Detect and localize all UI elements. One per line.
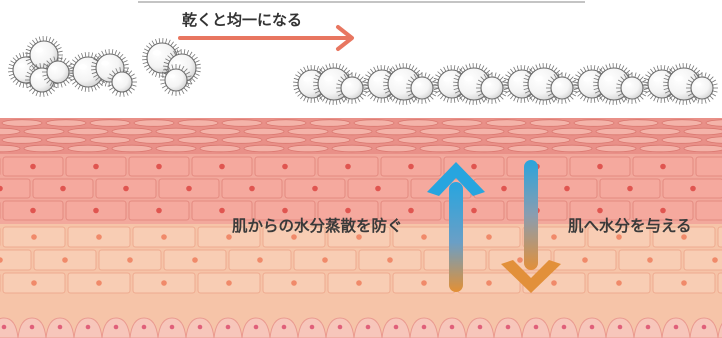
particle-icon [160, 64, 192, 96]
particle-icon [476, 72, 508, 104]
particle-icon [616, 72, 648, 104]
particle-icon [107, 67, 137, 97]
up-arrow-icon [427, 162, 485, 292]
particle-icon [42, 56, 74, 88]
prevent-evaporation-label: 肌からの水分蒸散を防ぐ [232, 217, 403, 235]
skin-cross-section [0, 118, 722, 338]
title-label: 乾くと均一になる [182, 11, 303, 29]
particle-icon [336, 72, 368, 104]
right-arrow-icon [178, 25, 354, 51]
particle-icon [25, 36, 63, 74]
particle-icon [406, 72, 438, 104]
particle-cluster-uneven [8, 36, 201, 97]
hydrate-skin-label: 肌へ水分を与える [568, 217, 692, 235]
particle-icon [686, 72, 718, 104]
particle-film-uniform [293, 63, 718, 105]
particle-icon [68, 52, 108, 92]
down-arrow-icon [501, 160, 561, 293]
particle-icon [546, 72, 578, 104]
